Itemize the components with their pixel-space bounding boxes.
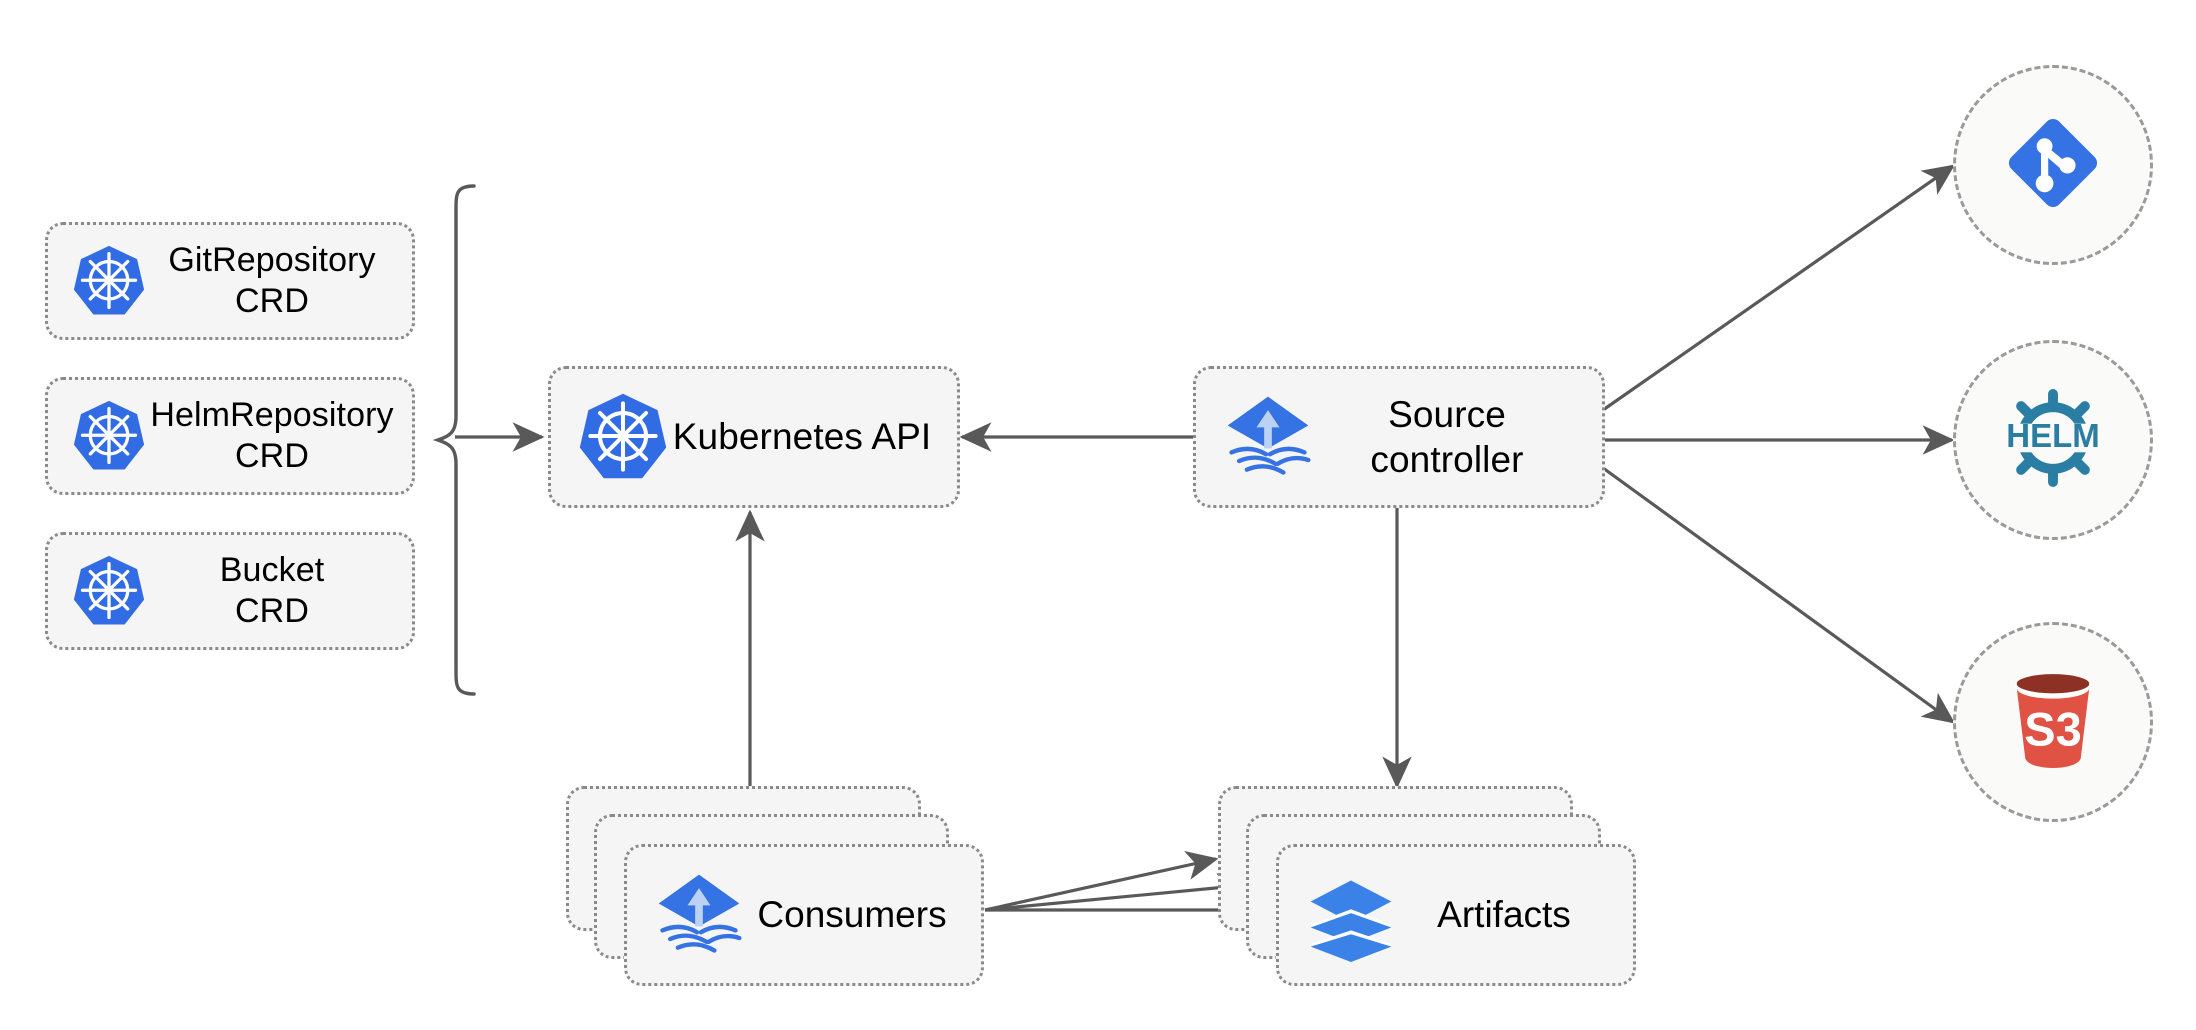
layers-icon [1303, 867, 1399, 963]
kubernetes-api-label: Kubernetes API [672, 416, 932, 458]
artifacts-sheet-front[interactable]: Artifacts [1276, 844, 1636, 986]
consumers-stack[interactable]: Consumers [566, 786, 986, 986]
s3-label: S3 [2024, 703, 2081, 755]
kubernetes-api-node[interactable]: Kubernetes API [548, 366, 960, 508]
edge-consumers-to-artifacts-2 [984, 873, 1250, 912]
kubernetes-icon [575, 389, 671, 485]
external-s3-circle[interactable]: S3 [1953, 622, 2153, 822]
artifacts-stack[interactable]: Artifacts [1218, 786, 1638, 986]
git-icon [1993, 103, 2113, 228]
artifacts-label: Artifacts [1437, 894, 1571, 935]
kubernetes-icon [70, 242, 148, 320]
flux-icon [1220, 389, 1316, 485]
helm-label: HELM [2006, 416, 2100, 453]
kubernetes-icon [70, 397, 148, 475]
crd-group-brace [432, 184, 476, 696]
helm-icon: HELM [1987, 372, 2119, 509]
consumers-sheet-front[interactable]: Consumers [624, 844, 984, 986]
flux-icon [651, 867, 747, 963]
consumers-label: Consumers [757, 894, 947, 935]
external-git-circle[interactable] [1953, 65, 2153, 265]
edge-source-to-git [1602, 164, 1956, 412]
external-helm-circle[interactable]: HELM [1953, 340, 2153, 540]
kubernetes-icon [70, 552, 148, 630]
edge-consumers-to-artifacts-1 [984, 850, 1219, 912]
s3-bucket-icon: S3 [1989, 656, 2117, 789]
edge-source-to-s3 [1602, 466, 1956, 724]
